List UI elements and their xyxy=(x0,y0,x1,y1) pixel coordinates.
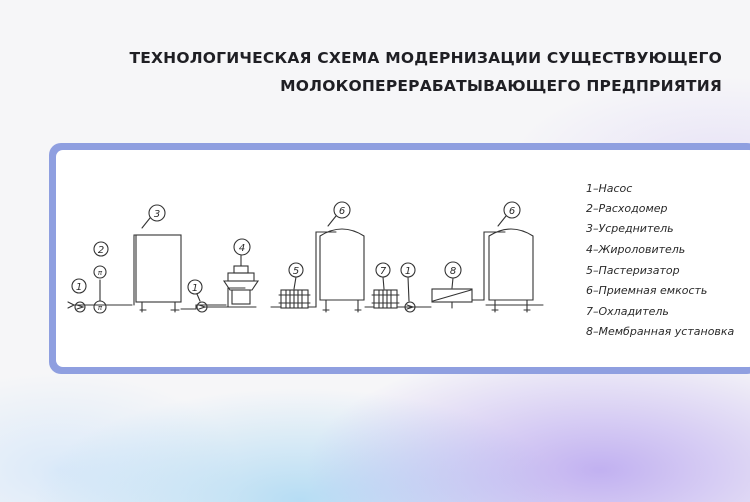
inlet-arrow xyxy=(67,301,76,309)
legend-item-3: 3–Усреднитель xyxy=(586,222,674,235)
marker-5: 5 xyxy=(293,266,299,277)
marker-1c: 1 xyxy=(405,266,411,277)
pasteurizer xyxy=(278,289,311,309)
pipeline-segment-3 xyxy=(180,304,227,310)
membrane-unit xyxy=(431,288,473,309)
marker-2: 2 xyxy=(98,245,104,256)
gauge-symbol-2: π xyxy=(98,304,103,312)
legend-item-2: 2–Расходомер xyxy=(586,202,668,215)
receiving-tank-2 xyxy=(488,228,534,301)
legend-item-6: 6–Приемная емкость xyxy=(586,284,708,297)
marker-4: 4 xyxy=(239,243,245,254)
legend-item-8: 8–Мембранная установка xyxy=(586,325,735,338)
receiving-tank-1 xyxy=(319,228,365,301)
marker-3: 3 xyxy=(154,209,160,220)
pipeline-segment-4 xyxy=(205,287,246,308)
marker-8: 8 xyxy=(450,266,456,277)
marker-6a: 6 xyxy=(339,206,345,217)
gauge-symbol-1: π xyxy=(98,269,103,277)
fat-separator xyxy=(222,254,260,308)
legend-item-1: 1–Насос xyxy=(586,182,633,195)
page-title-line-1: ТЕХНОЛОГИЧЕСКАЯ СХЕМА МОДЕРНИЗАЦИИ СУЩЕС… xyxy=(129,49,722,67)
legend-item-5: 5–Пастеризатор xyxy=(586,264,680,277)
equalizer-tank xyxy=(135,234,182,303)
pipeline-segment-6 xyxy=(307,231,337,308)
marker-1b: 1 xyxy=(192,283,198,294)
diagram-card xyxy=(56,150,750,367)
pump-3 xyxy=(404,301,416,313)
pump-1 xyxy=(74,301,86,313)
page-title-line-2: МОЛОКОПЕРЕРАБАТЫВАЮЩЕГО ПРЕДПРИЯТИЯ xyxy=(280,77,722,95)
pipeline-segment-9 xyxy=(471,231,506,301)
marker-6b: 6 xyxy=(509,206,515,217)
legend-item-4: 4–Жироловитель xyxy=(586,243,686,256)
pump-2 xyxy=(196,301,208,313)
cooler xyxy=(371,289,400,309)
marker-7: 7 xyxy=(380,266,387,277)
process-scheme: 1 2 3 1 4 5 6 7 1 8 6 π π xyxy=(67,201,544,314)
flow-meter xyxy=(93,265,107,314)
legend-item-7: 7–Охладитель xyxy=(586,305,669,318)
marker-1a: 1 xyxy=(76,282,82,293)
